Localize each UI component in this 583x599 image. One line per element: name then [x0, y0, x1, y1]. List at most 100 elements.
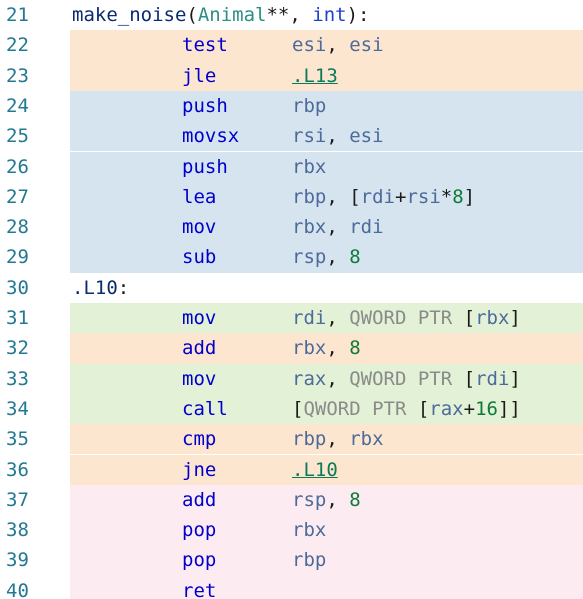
instruction-operands: rbp	[292, 545, 326, 575]
code-content: make_noise(Animal**, int):	[70, 0, 583, 31]
register: esi	[349, 34, 384, 57]
line-number: 27	[0, 181, 70, 213]
punctuation: [	[452, 307, 476, 329]
function-name: make_noise	[72, 4, 187, 26]
number-literal: 8	[452, 185, 464, 208]
punctuation: ,	[326, 488, 350, 511]
code-content: push rbx	[70, 151, 583, 182]
instruction-mnemonic: sub	[182, 246, 217, 269]
instruction-mnemonic: mov	[182, 367, 217, 390]
register: rsi	[406, 185, 441, 208]
ptr-keyword: QWORD PTR	[349, 367, 453, 390]
punctuation: ,	[326, 246, 350, 269]
register: rdi	[360, 185, 395, 208]
register: rdi	[349, 216, 384, 239]
register: rdi	[475, 367, 510, 390]
register: rsp	[292, 488, 327, 511]
instruction-mnemonic: pop	[182, 549, 217, 572]
punctuation: ,	[326, 34, 350, 57]
instruction-mnemonic: cmp	[182, 428, 217, 451]
code-line: 30.L10:	[0, 272, 583, 303]
instruction-mnemonic: jle	[182, 64, 217, 87]
punctuation: ]	[509, 307, 521, 329]
line-number: 40	[0, 575, 70, 599]
label-link[interactable]: .L10	[292, 458, 338, 481]
punctuation: ,	[326, 367, 350, 390]
register: rax	[429, 397, 464, 420]
number-literal: 8	[349, 337, 361, 360]
line-number: 39	[0, 545, 70, 576]
instruction-operands: rdi, QWORD PTR [rbx]	[292, 303, 521, 333]
punctuation: *	[440, 185, 453, 208]
register: rbp	[292, 428, 327, 451]
punctuation: )	[346, 4, 359, 26]
code-line: 26 push rbx	[0, 151, 583, 182]
line-number: 32	[0, 333, 70, 364]
register: rdi	[292, 307, 327, 329]
punctuation: ,	[326, 216, 350, 239]
code-line: 32 add rbx, 8	[0, 333, 583, 364]
register: rbx	[349, 428, 384, 451]
code-content: jne .L10	[70, 454, 583, 485]
instruction-operands: rbp, [rdi+rsi*8]	[292, 182, 475, 212]
instruction-mnemonic: call	[182, 397, 228, 420]
line-number: 35	[0, 424, 70, 455]
punctuation: +	[394, 185, 407, 208]
number-literal: 16	[475, 397, 498, 420]
instruction-mnemonic: add	[182, 337, 217, 360]
instruction-mnemonic: push	[182, 155, 228, 178]
instruction-mnemonic: push	[182, 94, 228, 117]
instruction-operands: rbx	[292, 152, 326, 182]
punctuation: [	[452, 367, 476, 390]
register: esi	[349, 125, 384, 148]
line-number: 38	[0, 515, 70, 546]
instruction-operands: rsi, esi	[292, 121, 384, 151]
type-name: Animal	[197, 4, 267, 26]
instruction-mnemonic: pop	[182, 519, 217, 542]
instruction-mnemonic: add	[182, 488, 217, 511]
punctuation: ,	[326, 307, 350, 329]
code-content: add rsp, 8	[70, 484, 583, 516]
register: rsi	[292, 125, 327, 148]
instruction-mnemonic: ret	[182, 579, 217, 599]
register: rbx	[475, 307, 510, 329]
register: esi	[292, 34, 327, 57]
punctuation: [	[406, 397, 430, 420]
line-number: 31	[0, 303, 70, 334]
code-content: call[QWORD PTR [rax+16]]	[70, 393, 583, 425]
instruction-operands: rbx, 8	[292, 333, 361, 363]
code-content: add rbx, 8	[70, 333, 583, 364]
instruction-operands: rsp, 8	[292, 485, 361, 515]
instruction-operands: .L10	[292, 455, 338, 485]
instruction-mnemonic: jne	[182, 458, 217, 481]
punctuation: **	[266, 4, 290, 26]
punctuation: :	[117, 276, 130, 299]
register: rbx	[292, 337, 327, 360]
line-number: 26	[0, 151, 70, 182]
register: rsp	[292, 246, 327, 269]
register: rbx	[292, 216, 327, 239]
line-number: 21	[0, 0, 70, 31]
label-link[interactable]: .L13	[292, 64, 338, 87]
punctuation: ,	[289, 4, 313, 26]
code-line: 39 pop rbp	[0, 545, 583, 576]
